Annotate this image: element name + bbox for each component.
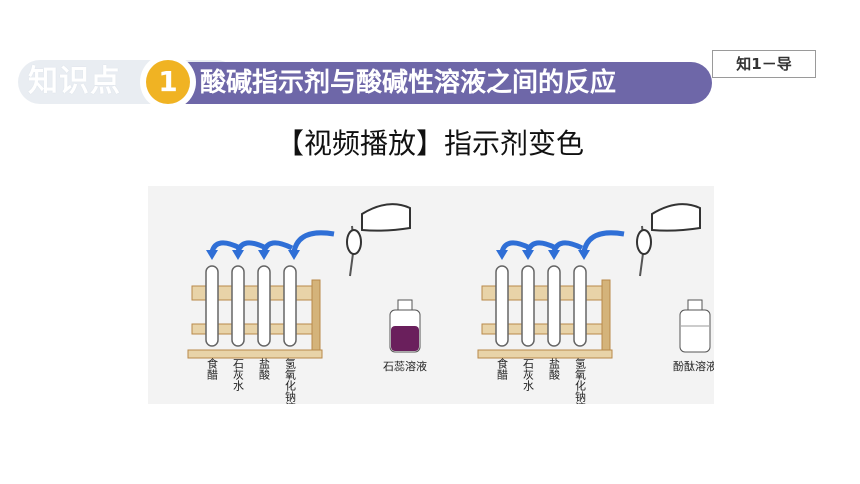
left-tube-label-4: 氢氧化钠溶液 [284,357,297,404]
right-arrows [499,230,625,253]
right-tube-label-3: 盐酸 [548,358,561,381]
page-title: 酸碱指示剂与酸碱性溶液之间的反应 [200,68,617,98]
video-subtitle: 【视频播放】指示剂变色 [275,127,584,160]
left-dropper-hand [346,203,411,277]
right-tube-label-2: 石灰水 [522,358,535,391]
right-experiment: 酚酞溶液 食醋 石灰水 盐酸 氢氧化钠溶液 [477,203,714,404]
right-dropper-hand [636,203,701,277]
left-arrowheads [206,250,300,260]
left-tube-label-3: 盐酸 [258,358,271,381]
left-bottle [389,299,421,353]
experiment-figure: 石蕊溶液 食醋 石灰水 盐酸 氢氧化钠溶液 [148,186,714,404]
left-tube-labels: 食醋 石灰水 盐酸 氢氧化钠溶液 [206,357,297,404]
left-tubes [205,265,297,347]
section-number-badge: 1 [146,60,190,104]
right-tube-labels: 食醋 石灰水 盐酸 氢氧化钠溶液 [496,357,587,404]
right-arrowheads [496,250,590,260]
left-tube-label-2: 石灰水 [232,358,245,391]
right-bottle-label: 酚酞溶液 [673,359,714,373]
title-bar [170,62,712,104]
right-bottle [679,299,711,353]
left-bottle-label: 石蕊溶液 [383,359,427,373]
right-tube-label-1: 食醋 [496,357,509,381]
left-tube-label-1: 食醋 [206,357,219,381]
right-tubes [495,265,587,347]
right-tube-label-4: 氢氧化钠溶液 [574,357,587,404]
section-label: 知识点 [28,64,121,99]
left-arrows [209,230,335,253]
section-tag: 知1－导 [712,50,816,78]
left-experiment: 石蕊溶液 食醋 石灰水 盐酸 氢氧化钠溶液 [187,203,427,404]
